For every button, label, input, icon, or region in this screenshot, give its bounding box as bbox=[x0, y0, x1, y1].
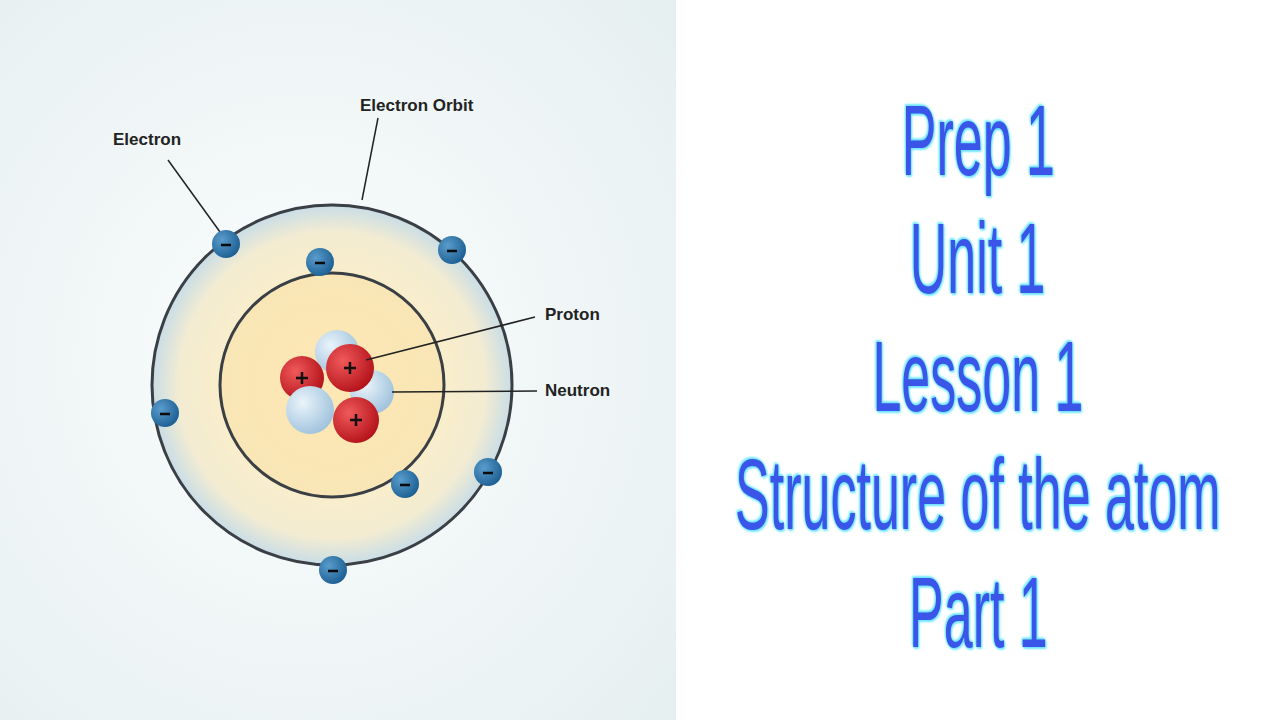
part-label: Neutron bbox=[545, 381, 610, 401]
title-line: Lesson 1 bbox=[872, 326, 1083, 426]
title-line: Prep 1 bbox=[901, 90, 1054, 190]
part-label: Electron bbox=[113, 130, 181, 150]
title-line: Unit 1 bbox=[910, 208, 1046, 308]
title-line: Structure of the atom bbox=[735, 444, 1221, 544]
part-label: Proton bbox=[545, 305, 600, 325]
title-line: Part 1 bbox=[909, 562, 1048, 662]
part-label: Electron Orbit bbox=[360, 96, 473, 116]
